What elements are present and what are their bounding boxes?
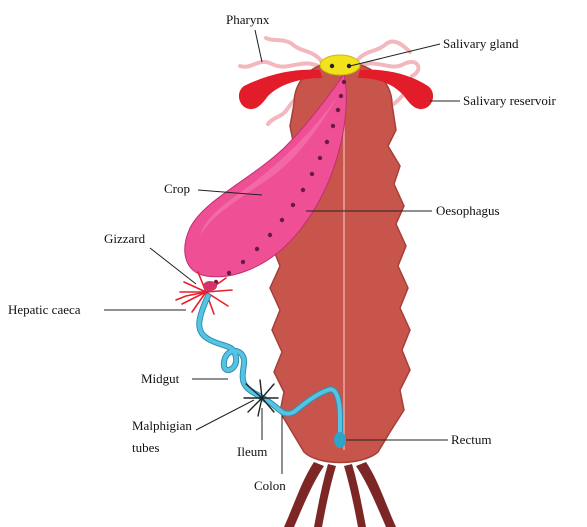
label-rectum: Rectum [451, 432, 491, 447]
oesophagus-dot [331, 124, 335, 128]
leader-pharynx [255, 30, 262, 62]
oesophagus-dot [241, 260, 245, 264]
malphigian-tube [262, 384, 274, 398]
label-malphigian-line1: Malphigian [132, 418, 192, 433]
oesophagus-dot [339, 94, 343, 98]
label-oesophagus: Oesophagus [436, 203, 500, 218]
label-malphigian-line2: tubes [132, 440, 159, 455]
leader-malphigian [196, 400, 254, 430]
oesophagus-dot [255, 247, 259, 251]
pharynx-tubule-right-4 [356, 42, 410, 62]
malphigian-tubes [244, 380, 278, 416]
label-colon: Colon [254, 478, 286, 493]
label-crop: Crop [164, 181, 190, 196]
rectum [334, 432, 346, 448]
oesophagus-dot [280, 218, 284, 222]
label-pharynx: Pharynx [226, 12, 270, 27]
oesophagus-dot [301, 188, 305, 192]
oesophagus-dot [342, 80, 346, 84]
oesophagus-dot [318, 156, 322, 160]
oesophagus-dot [325, 140, 329, 144]
label-midgut: Midgut [141, 371, 180, 386]
oesophagus-dot [291, 203, 295, 207]
label-gizzard: Gizzard [104, 231, 146, 246]
salivary-gland-dot [330, 64, 334, 68]
label-hepatic-caeca: Hepatic caeca [8, 302, 81, 317]
label-salivary-gland: Salivary gland [443, 36, 519, 51]
legs [284, 462, 396, 527]
pharynx-tubule-left-4 [266, 38, 322, 62]
label-ileum: Ileum [237, 444, 267, 459]
oesophagus-dot [336, 108, 340, 112]
oesophagus-dot [268, 233, 272, 237]
label-salivary-reservoir: Salivary reservoir [463, 93, 556, 108]
oesophagus-dot [227, 271, 231, 275]
oesophagus-dot [310, 172, 314, 176]
pharynx-tubule-left-1 [240, 62, 318, 67]
gizzard [203, 281, 217, 291]
